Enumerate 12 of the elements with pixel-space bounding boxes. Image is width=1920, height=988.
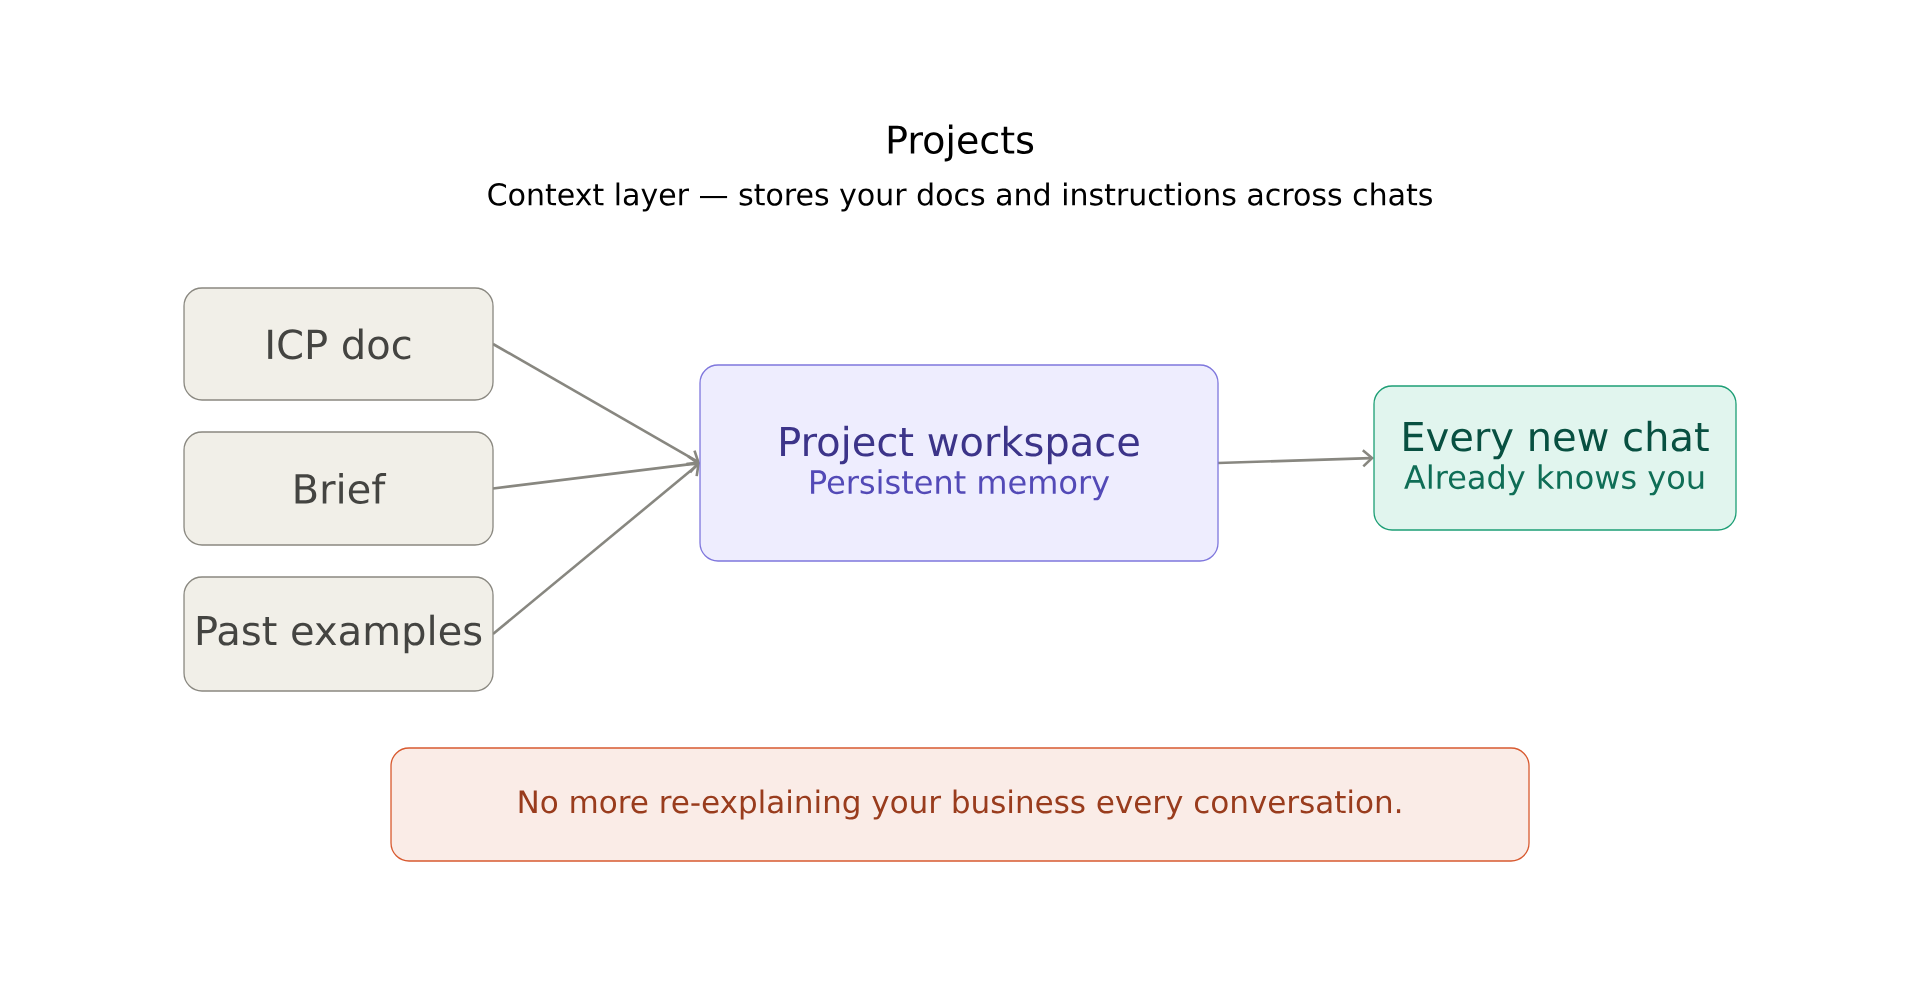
- result-box: Every new chat Already knows you: [1373, 385, 1737, 531]
- arrow: [492, 462, 700, 635]
- arrow: [492, 455, 700, 490]
- source-box: Past examples: [183, 576, 494, 692]
- source-box: Brief: [183, 431, 494, 546]
- workspace-box: Project workspace Persistent memory: [699, 364, 1219, 562]
- arrow: [1217, 449, 1374, 468]
- note-box: No more re-explaining your business every conversation.: [390, 747, 1530, 862]
- source-box: ICP doc: [183, 287, 494, 401]
- subtitle: Context layer — stores your docs and instructions across chats: [488, 182, 1432, 212]
- title: Projects: [888, 124, 1034, 162]
- arrow: [492, 342, 700, 466]
